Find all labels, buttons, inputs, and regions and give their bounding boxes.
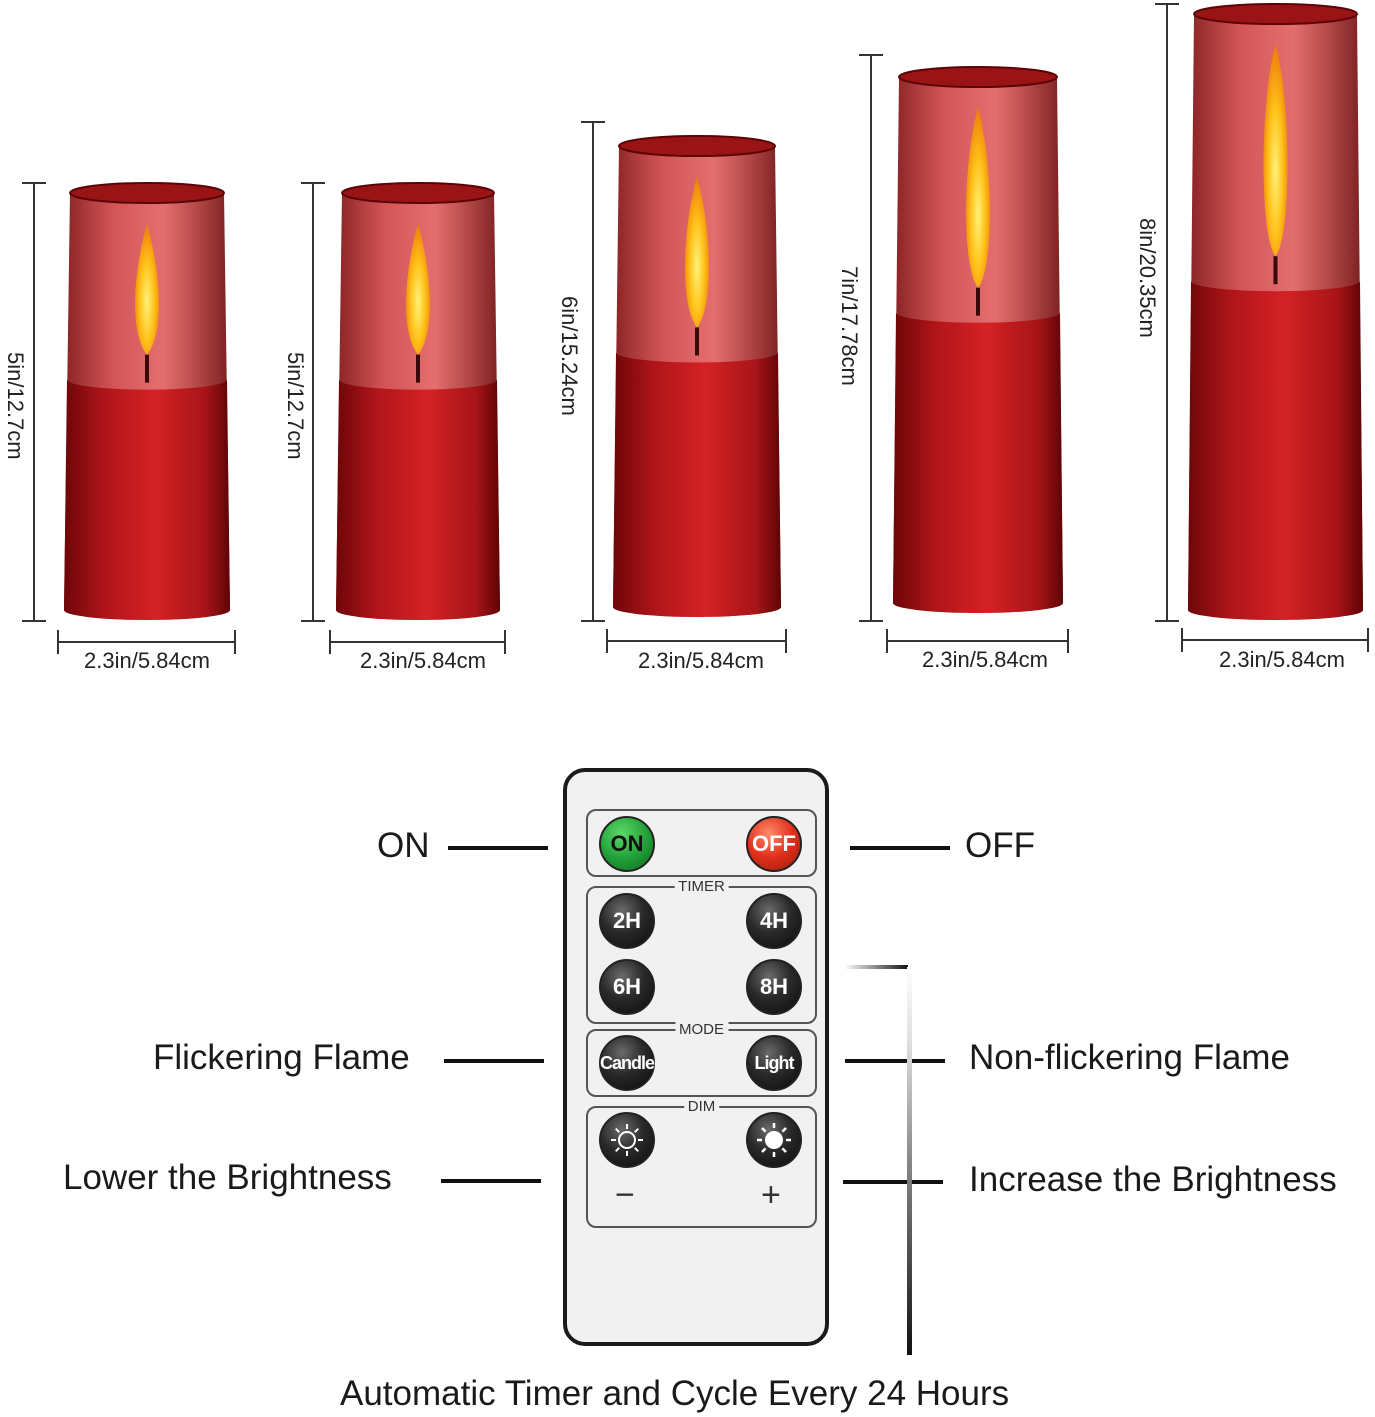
callout-flicker-line [444,1059,544,1063]
candle-3 [613,135,781,617]
callout-non-flickering-flame: Non-flickering Flame [969,1038,1290,1077]
timer-title: TIMER [674,878,729,895]
dim-minus-sign: − [615,1176,635,1214]
candle-3-flame [685,176,709,328]
candle-5 [1188,3,1363,620]
candle-1-flame [135,223,159,355]
timer-bracket-top [844,965,908,969]
callout-flickering-flame: Flickering Flame [153,1038,410,1077]
candle-4-width-label: 2.3in/5.84cm [922,647,1048,672]
candle-5-height-label: 8in/20.35cm [1135,218,1160,338]
candle-4-rim [898,66,1058,88]
candle-1-width-dimension [57,630,236,654]
remote-control: ON OFF TIMER 2H 4H 6H 8H MODE Candle Lig… [563,768,829,1346]
candle-4-height-dimension [859,54,883,622]
candle-2-width-label: 2.3in/5.84cm [360,648,486,673]
candle-1-height-label: 5in/12.7cm [3,352,28,460]
candle-3-rim [618,135,776,157]
candle-3-width-label: 2.3in/5.84cm [638,648,764,673]
timer-2h-button[interactable]: 2H [599,893,655,949]
timer-8h-button[interactable]: 8H [746,959,802,1015]
candle-4-wick [976,287,980,316]
candle-5-flame [1263,44,1288,257]
off-button[interactable]: OFF [746,816,802,872]
candle-4-width-dimension [886,629,1069,653]
candle-4-height-label: 7in/17.78cm [837,266,862,386]
mode-candle-button[interactable]: Candle [599,1035,655,1091]
dim-panel: DIM [586,1098,817,1228]
timer-6h-button[interactable]: 6H [599,959,655,1015]
mode-panel: MODE [586,1021,817,1097]
dim-down-button[interactable] [599,1112,655,1168]
candle-2-wax [336,379,500,620]
callout-increase-line [843,1180,943,1184]
candle-3-height-dimension [581,121,605,622]
callout-automatic-timer: Automatic Timer and Cycle Every 24 Hours [340,1374,1010,1413]
candle-3-wick [695,327,699,356]
sun-filled-icon [757,1123,791,1157]
sun-outline-icon [611,1124,643,1156]
candle-5-height-dimension [1155,3,1179,622]
candle-2 [336,182,500,620]
candle-4-wax [893,312,1063,613]
candle-5-width-dimension [1181,628,1369,652]
mode-title: MODE [675,1021,728,1038]
dim-up-button[interactable] [746,1112,802,1168]
mode-light-button[interactable]: Light [746,1035,802,1091]
timer-panel: TIMER [586,878,817,1024]
candle-1-height-dimension [22,182,46,622]
callout-non-flicker-line [845,1059,945,1063]
candle-2-height-label: 5in/12.7cm [283,352,308,460]
power-panel [586,809,817,877]
candle-4-flame [966,107,990,288]
candle-set-illustration [22,3,1369,654]
callout-increase-brightness: Increase the Brightness [969,1160,1337,1199]
candle-2-width-dimension [329,630,506,654]
candle-5-width-label: 2.3in/5.84cm [1219,647,1345,672]
callout-lower-line [441,1179,541,1183]
candle-1 [64,182,230,620]
dim-title: DIM [683,1098,720,1115]
candle-2-height-dimension [301,182,325,622]
candle-5-wax [1188,281,1363,620]
candle-3-wax [613,352,781,617]
candle-4 [893,66,1063,613]
callout-on-line [448,846,548,850]
callout-lower-brightness: Lower the Brightness [63,1158,392,1197]
timer-4h-button[interactable]: 4H [746,893,802,949]
dim-plus-sign: + [761,1176,781,1214]
callout-off-line [850,846,950,850]
candle-1-wick [145,354,149,383]
candle-5-wick [1273,256,1278,285]
timer-bracket-vertical [907,967,912,1355]
candle-1-wax [64,379,230,620]
candle-5-rim [1193,3,1358,25]
on-button[interactable]: ON [599,816,655,872]
candle-2-rim [341,182,495,204]
candle-1-rim [69,182,225,204]
candle-2-wick [416,354,420,383]
candle-3-width-dimension [606,629,787,653]
callout-on: ON [377,826,430,865]
candle-1-width-label: 2.3in/5.84cm [84,648,210,673]
callout-off: OFF [965,826,1035,865]
candle-2-flame [406,223,430,355]
candle-3-height-label: 6in/15.24cm [557,296,582,416]
